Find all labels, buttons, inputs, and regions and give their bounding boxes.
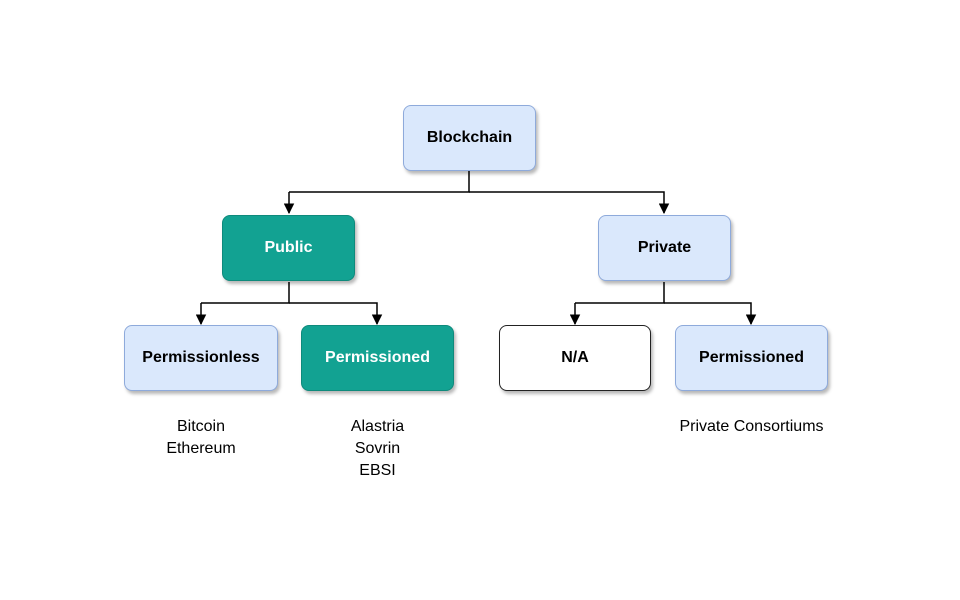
blockchain-label: Blockchain — [426, 129, 513, 146]
example-ethereum: Ethereum — [166, 440, 236, 457]
example-ebsi: EBSI — [359, 462, 396, 479]
private-permissioned-label: Permissioned — [699, 349, 804, 366]
private-na-label: N/A — [561, 349, 589, 366]
private-permissioned-node: Permissioned — [675, 325, 828, 391]
example-alastria: Alastria — [350, 418, 405, 435]
edge-private-to-permissioned — [664, 302, 757, 326]
private-node: Private — [598, 215, 731, 281]
example-private-consortiums: Private Consortiums — [679, 418, 824, 435]
permissionless-examples: Bitcoin Ethereum — [124, 416, 278, 460]
public-permissionless-label: Permissionless — [142, 349, 260, 366]
private-permissioned-examples: Private Consortiums — [650, 416, 853, 438]
edge-public-to-permissioned — [289, 302, 383, 326]
public-permissioned-node: Permissioned — [301, 325, 454, 391]
private-label: Private — [637, 239, 692, 256]
blockchain-node: Blockchain — [403, 105, 536, 171]
example-bitcoin: Bitcoin — [176, 418, 226, 435]
edge-private-branch — [575, 282, 665, 304]
edge-root-branch — [289, 171, 470, 193]
edge-root-to-private — [469, 191, 670, 215]
private-na-node: N/A — [499, 325, 651, 391]
public-permissionless-node: Permissionless — [124, 325, 278, 391]
public-permissioned-label: Permissioned — [325, 349, 430, 366]
example-sovrin: Sovrin — [354, 440, 401, 457]
public-node: Public — [222, 215, 355, 281]
public-label: Public — [264, 239, 313, 256]
edge-public-branch — [201, 282, 290, 304]
public-permissioned-examples: Alastria Sovrin EBSI — [301, 416, 454, 482]
